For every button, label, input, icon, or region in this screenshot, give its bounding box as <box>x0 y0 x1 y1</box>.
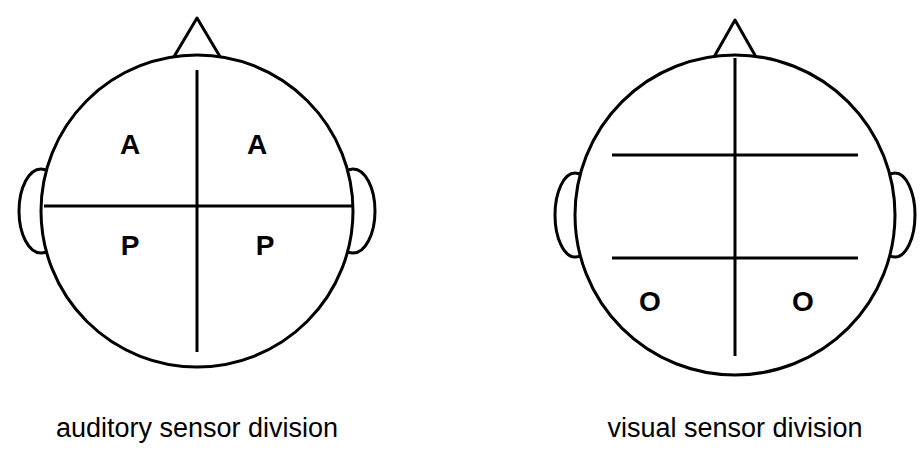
head-outline <box>41 55 353 367</box>
division-line <box>612 154 858 157</box>
division-line <box>196 70 199 352</box>
division-line <box>734 58 737 356</box>
division-line <box>44 205 352 208</box>
region-letter: P <box>121 232 140 260</box>
region-letter: O <box>792 288 814 316</box>
division-line <box>612 257 858 260</box>
region-letter: A <box>247 131 267 159</box>
region-letter: O <box>639 288 661 316</box>
head-outline <box>575 55 895 375</box>
figure-caption: auditory sensor division <box>56 415 338 442</box>
region-letter: A <box>120 131 140 159</box>
region-letter: P <box>256 232 275 260</box>
figure-caption: visual sensor division <box>607 415 862 442</box>
